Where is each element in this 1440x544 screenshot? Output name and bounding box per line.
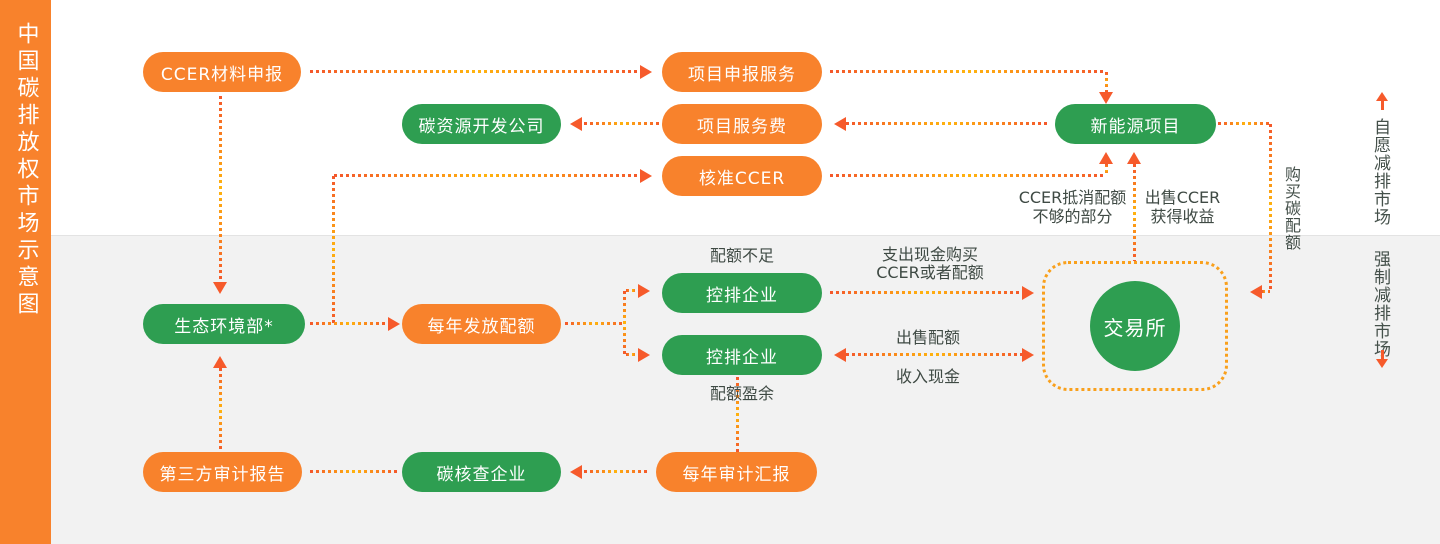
- node-controlled-enterprise-short: 控排企业: [662, 273, 822, 313]
- arrowhead-icon: [1022, 348, 1034, 362]
- up-arrow-icon: [1375, 92, 1389, 110]
- connector-line: [1105, 72, 1108, 92]
- connector-line: [830, 291, 1022, 294]
- node-approved-ccer: 核准CCER: [662, 156, 822, 196]
- arrowhead-icon: [638, 284, 650, 298]
- connector-line: [626, 353, 638, 356]
- label-pay-cash: 支出现金购买 CCER或者配额: [876, 245, 984, 282]
- connector-line: [830, 70, 1106, 73]
- arrowhead-icon: [834, 117, 846, 131]
- arrowhead-icon: [640, 169, 652, 183]
- arrowhead-icon: [570, 465, 582, 479]
- arrowhead-icon: [388, 317, 400, 331]
- connector-line: [1269, 124, 1272, 290]
- node-project-fee: 项目服务费: [662, 104, 822, 144]
- connector-line: [1262, 290, 1270, 293]
- label-voluntary-market: 自愿减排市场: [1370, 118, 1390, 226]
- label-ccer-offset: CCER抵消配额 不够的部分: [1018, 188, 1127, 226]
- label-quota-short: 配额不足: [709, 246, 774, 265]
- arrowhead-icon: [1022, 286, 1034, 300]
- market-divider-line: [0, 235, 1440, 236]
- arrowhead-icon: [834, 348, 846, 362]
- arrowhead-icon: [213, 282, 227, 294]
- arrowhead-icon: [1127, 152, 1141, 164]
- connector-line: [736, 377, 739, 452]
- label-buy-quota: 购买碳配额: [1282, 166, 1301, 251]
- label-mandatory-market: 强制减排市场: [1370, 250, 1390, 358]
- connector-line: [626, 289, 638, 292]
- connector-line: [219, 96, 222, 282]
- connector-line: [310, 470, 398, 473]
- connector-line: [584, 122, 662, 125]
- node-annual-quota: 每年发放配额: [402, 304, 561, 344]
- down-arrow-icon: [1375, 350, 1389, 368]
- arrowhead-icon: [638, 348, 650, 362]
- connector-line: [830, 174, 1106, 177]
- arrowhead-icon: [213, 356, 227, 368]
- connector-line: [623, 291, 626, 355]
- arrowhead-icon: [1099, 92, 1113, 104]
- connector-line: [1105, 164, 1108, 176]
- label-sell-ccer: 出售CCER 获得收益: [1144, 188, 1221, 226]
- exchange-dotted-frame: [1042, 261, 1228, 391]
- connector-line: [565, 322, 625, 325]
- label-income-cash: 收入现金: [895, 367, 960, 386]
- diagram-title: 中国碳排放权市场示意图: [13, 22, 39, 319]
- node-carbon-dev-company: 碳资源开发公司: [402, 104, 561, 144]
- connector-line: [846, 122, 1048, 125]
- arrowhead-icon: [570, 117, 582, 131]
- label-quota-surplus: 配额盈余: [709, 384, 774, 403]
- label-sell-quota: 出售配额: [895, 328, 960, 347]
- node-ccer-material: CCER材料申报: [143, 52, 301, 92]
- connector-line: [584, 470, 648, 473]
- arrowhead-icon: [640, 65, 652, 79]
- connector-line: [334, 174, 640, 177]
- node-annual-audit-report: 每年审计汇报: [656, 452, 817, 492]
- connector-line: [1218, 122, 1272, 125]
- arrowhead-icon: [1250, 285, 1262, 299]
- node-new-energy-project: 新能源项目: [1055, 104, 1216, 144]
- node-controlled-enterprise-surplus: 控排企业: [662, 335, 822, 375]
- node-ministry-ecology: 生态环境部*: [143, 304, 305, 344]
- arrowhead-icon: [1099, 152, 1113, 164]
- node-carbon-verifier: 碳核查企业: [402, 452, 561, 492]
- connector-line: [310, 70, 640, 73]
- node-third-party-report: 第三方审计报告: [143, 452, 302, 492]
- node-exchange: 交易所: [1090, 281, 1180, 371]
- connector-line: [1133, 164, 1136, 261]
- connector-line: [219, 368, 222, 452]
- diagram-title-sidebar: 中国碳排放权市场示意图: [0, 0, 51, 544]
- connector-line: [846, 353, 1022, 356]
- connector-line: [310, 322, 388, 325]
- node-project-apply: 项目申报服务: [662, 52, 822, 92]
- connector-line: [332, 176, 335, 324]
